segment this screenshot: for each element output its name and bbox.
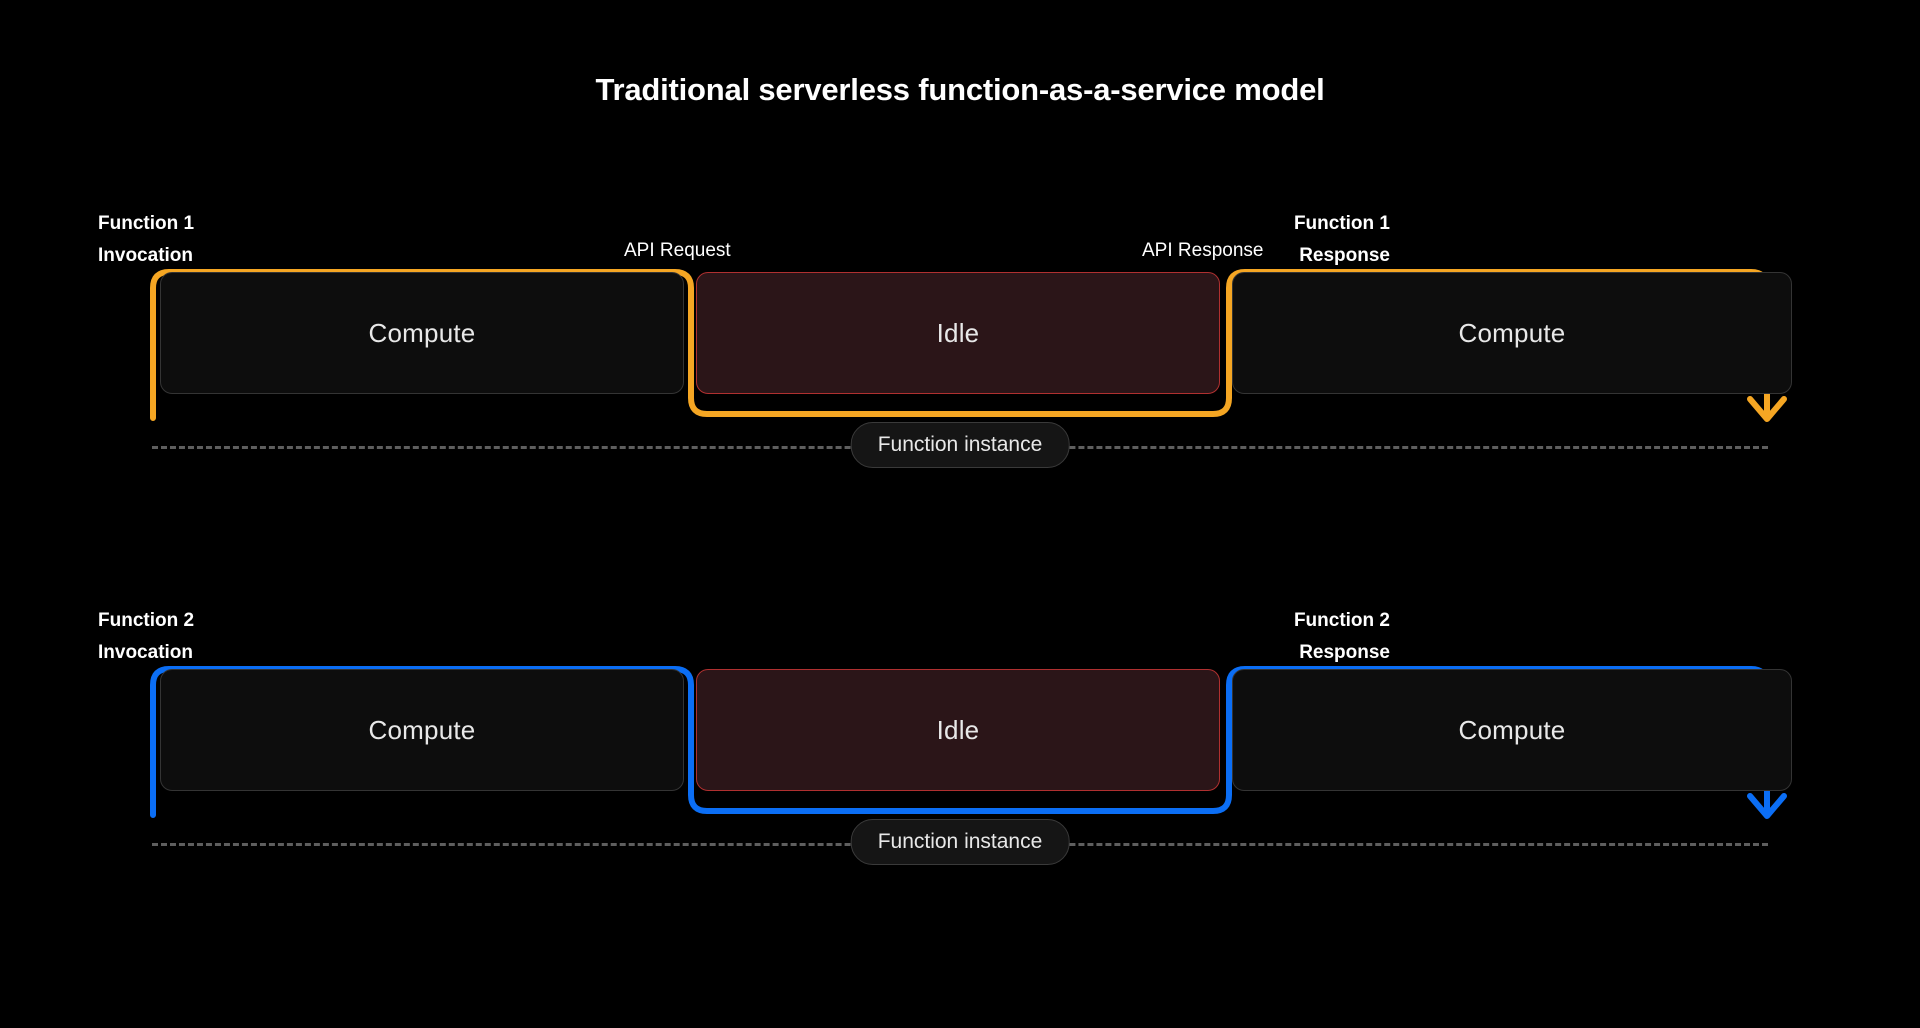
function-2-invocation-label: Function 2 Invocation: [98, 610, 195, 663]
stage-idle-1: Idle: [696, 272, 1220, 394]
stage-compute-1: Compute: [160, 272, 684, 394]
function-2-row: Function 2 Invocation Function 2 Respons…: [0, 587, 1920, 917]
function-2-stages: Compute Idle Compute: [160, 669, 1792, 791]
stage-compute-4: Compute: [1232, 669, 1792, 791]
function-1-stages: Compute Idle Compute: [160, 272, 1792, 394]
stage-idle-2: Idle: [696, 669, 1220, 791]
function-1-response-label: Function 1 Response: [1293, 213, 1390, 266]
function-2-arrow-head: [1747, 793, 1787, 819]
function-1-arrow-head: [1747, 396, 1787, 422]
function-2-instance-badge: Function instance: [850, 819, 1070, 865]
function-1-instance-badge: Function instance: [850, 422, 1070, 468]
function-2-response-label: Function 2 Response: [1293, 610, 1390, 663]
stage-compute-3: Compute: [160, 669, 684, 791]
api-request-label: API Request: [624, 240, 731, 261]
page-title: Traditional serverless function-as-a-ser…: [595, 72, 1325, 107]
function-1-invocation-label: Function 1 Invocation: [98, 213, 195, 266]
function-1-row: Function 1 Invocation Function 1 Respons…: [0, 190, 1920, 520]
stage-compute-2: Compute: [1232, 272, 1792, 394]
api-response-label: API Response: [1142, 240, 1264, 261]
